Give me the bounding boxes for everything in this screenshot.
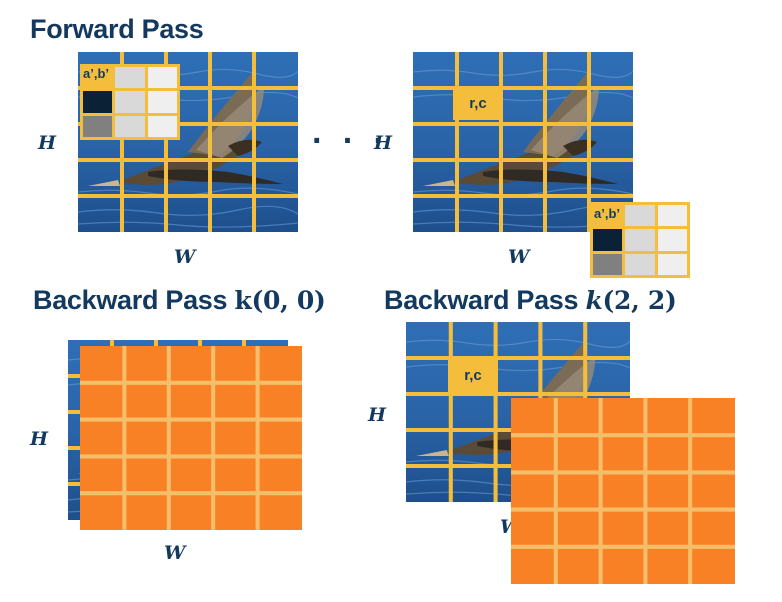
forward-right-w-label: W <box>508 246 530 268</box>
kernel-cell-dark <box>83 91 113 113</box>
input-image-left <box>78 52 298 232</box>
backward-left-w-label: W <box>164 542 186 564</box>
kernel-left-label: a’,b’ <box>83 66 110 81</box>
backward-pass-k00-fn: k <box>234 286 252 315</box>
backward-pass-k22-fn: k <box>585 286 603 315</box>
backward-pass-k00-args: (0, 0) <box>251 286 326 315</box>
backward-pass-k00-math: k(0, 0) <box>234 286 325 315</box>
forward-left-h-label: H <box>38 132 56 154</box>
backward-pass-k00-title: Backward Pass k(0, 0) <box>33 285 326 316</box>
kernel-right-label: a’,b’ <box>594 206 621 221</box>
ellipsis: · · · <box>312 122 390 160</box>
forward-pass-title: Forward Pass <box>30 14 204 44</box>
backward-position-rc-tag: r,c <box>448 358 498 392</box>
backward-right-h-label: H <box>368 404 386 426</box>
backward-pass-k22-title: Backward Pass k(2, 2) <box>384 285 677 316</box>
position-rc-tag: r,c <box>453 86 503 120</box>
input-image-right <box>413 52 633 232</box>
kernel-left <box>80 64 180 140</box>
backward-pass-k22-text: Backward Pass <box>384 285 586 315</box>
forward-left-w-label: W <box>174 246 196 268</box>
kernel-right <box>590 202 690 278</box>
backward-pass-k00-text: Backward Pass <box>33 285 235 315</box>
backward-pass-k22-args: (2, 2) <box>602 286 677 315</box>
backward-pass-k22-math: k(2, 2) <box>585 286 676 315</box>
backward-left-h-label: H <box>30 428 48 450</box>
gradient-map-left <box>80 346 302 530</box>
gradient-map-right <box>511 398 735 584</box>
kernel-cell-gray <box>83 115 113 137</box>
forward-right-h-label: H <box>374 132 392 154</box>
